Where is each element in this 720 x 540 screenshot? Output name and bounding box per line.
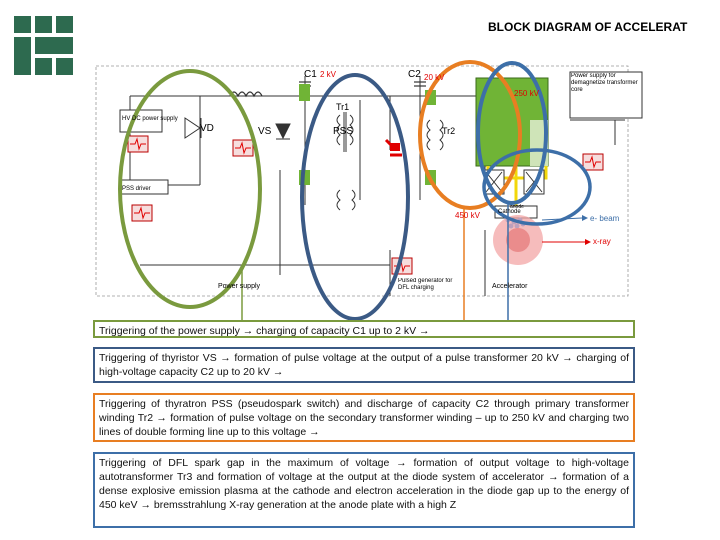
- x-ray-label: x-ray: [593, 237, 611, 246]
- tr1-label: Tr1: [336, 102, 349, 112]
- demagnetize-supply-label: Power supply for demagnetize transformer…: [571, 73, 638, 93]
- waveform-icon: [582, 153, 604, 171]
- accelerator-circuit-diagram: C1 2 kV C2 20 kV 250 kV Tr1 Tr2 VD VS PS…: [95, 60, 643, 322]
- anode-label: anode: [510, 204, 524, 210]
- slide-title: BLOCK DIAGRAM OF ACCELERAT: [488, 20, 688, 34]
- tr2-label: Tr2: [442, 126, 455, 136]
- c1-voltage-label: 2 kV: [320, 70, 337, 79]
- hvdc-supply-label: HV DC power supply: [122, 116, 178, 122]
- waveform-icon: [232, 139, 254, 157]
- e-beam-label: e- beam: [590, 214, 620, 223]
- output-voltage-250-label: 250 kV: [514, 89, 540, 98]
- output-voltage-450-label: 450 kV: [455, 211, 481, 220]
- step-box-thyratron: Triggering of thyratron PSS (pseudospark…: [93, 393, 635, 442]
- accelerator-label: Accelerator: [492, 283, 528, 290]
- step-box-dfl-spark-gap: Triggering of DFL spark gap in the maxim…: [93, 452, 635, 528]
- pss-label: PSS: [333, 126, 353, 137]
- vs-label: VS: [258, 126, 272, 137]
- waveform-icon: [131, 204, 153, 222]
- step-box-thyristor: Triggering of thyristor VS → formation o…: [93, 347, 635, 383]
- c2-voltage-label: 20 kV: [424, 73, 445, 82]
- cathode-label: Cathode: [498, 209, 521, 215]
- pss-driver-label: PSS driver: [122, 186, 151, 192]
- university-logo-icon: [14, 16, 73, 75]
- waveform-icon: [127, 135, 149, 153]
- step-box-power-supply: Triggering of the power supply → chargin…: [93, 320, 635, 338]
- c1-label: C1: [304, 69, 317, 80]
- pulsed-generator-label: Pulsed generator for DFL charging: [398, 278, 453, 291]
- vd-label: VD: [200, 123, 214, 134]
- power-supply-label: Power supply: [218, 283, 261, 290]
- c2-label: C2: [408, 69, 421, 80]
